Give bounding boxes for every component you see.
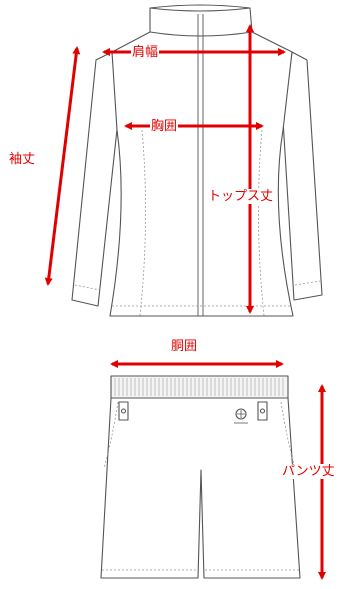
jacket-body <box>109 31 294 317</box>
right-sleeve <box>282 51 323 301</box>
sleeve-length-label: 袖丈 <box>9 152 36 167</box>
waist-label: 胴囲 <box>171 339 198 354</box>
left-sleeve <box>71 51 119 307</box>
jacket-collar <box>149 7 253 37</box>
chest-label: 胸囲 <box>150 119 179 134</box>
sleeve-length-arrow <box>44 46 81 286</box>
shorts-illustration <box>100 375 301 579</box>
top-length-label: トップス丈 <box>207 189 275 204</box>
waistband <box>110 375 289 399</box>
shoulder-width-label: 肩幅 <box>131 45 160 60</box>
pants-length-label: パンツ丈 <box>281 464 336 479</box>
shorts-body <box>100 397 301 579</box>
jacket-zipper <box>197 14 204 316</box>
